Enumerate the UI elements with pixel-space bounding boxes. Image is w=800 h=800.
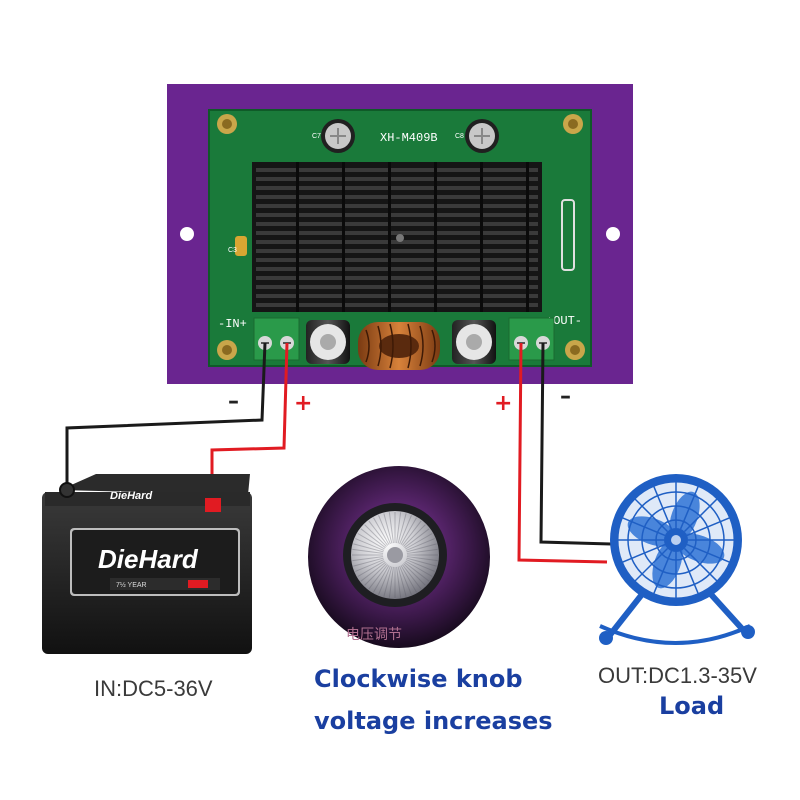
capacitor-output [452,320,496,364]
output-negative-sign: – [560,384,571,409]
screw-icon [565,340,585,360]
output-terminal-block [508,317,555,361]
out-label: +OUT- [546,314,582,328]
label-c3: C3 [228,247,237,254]
input-negative-sign: – [228,389,239,414]
knob-inset: 电压调节 [300,464,500,666]
battery: DieHard DieHard 7½ YEAR [42,474,252,654]
screw-icon [563,114,583,134]
inductor-coil [358,322,440,370]
screw-icon [217,340,237,360]
converter-board: C7 C8 XH-M409B C3 -IN+ +OUT- [167,84,633,384]
input-positive-sign: + [294,391,313,416]
output-negative-wire [539,342,612,546]
capacitor-input [306,320,350,364]
input-voltage-caption: IN:DC5-36V [94,676,213,701]
mount-hole-right [606,227,620,241]
in-label: -IN+ [218,317,247,331]
screw-icon [217,114,237,134]
label-c7: C7 [312,133,321,140]
label-c8: C8 [455,133,464,140]
battery-negative-terminal [59,482,75,498]
output-voltage-caption: OUT:DC1.3-35V [598,663,757,688]
output-positive-sign: + [494,391,513,416]
battery-brand-main: DieHard [98,544,199,574]
battery-lid [60,474,250,495]
knob-icon [343,503,447,607]
input-negative-wire [65,342,267,488]
output-positive-wire [517,342,608,564]
diode [561,199,575,271]
mount-hole-left [180,227,194,241]
battery-positive-terminal [205,498,221,512]
heatsink [252,162,542,312]
board-model-label: XH-M409B [380,131,438,145]
battery-sub-label: 7½ YEAR [116,581,147,589]
input-terminal-block [253,317,300,361]
capacitor-c8 [465,119,499,153]
battery-brand-top: DieHard [110,490,152,502]
capacitor-c7 [321,119,355,153]
load-caption: Load [659,692,725,720]
knob-caption-line1: Clockwise knob [314,665,523,693]
knob-caption-line2: voltage increases [314,707,553,735]
fan-icon [599,474,755,645]
capacitor-c3 [235,236,247,256]
knob-chinese-label: 电压调节 [346,627,402,643]
